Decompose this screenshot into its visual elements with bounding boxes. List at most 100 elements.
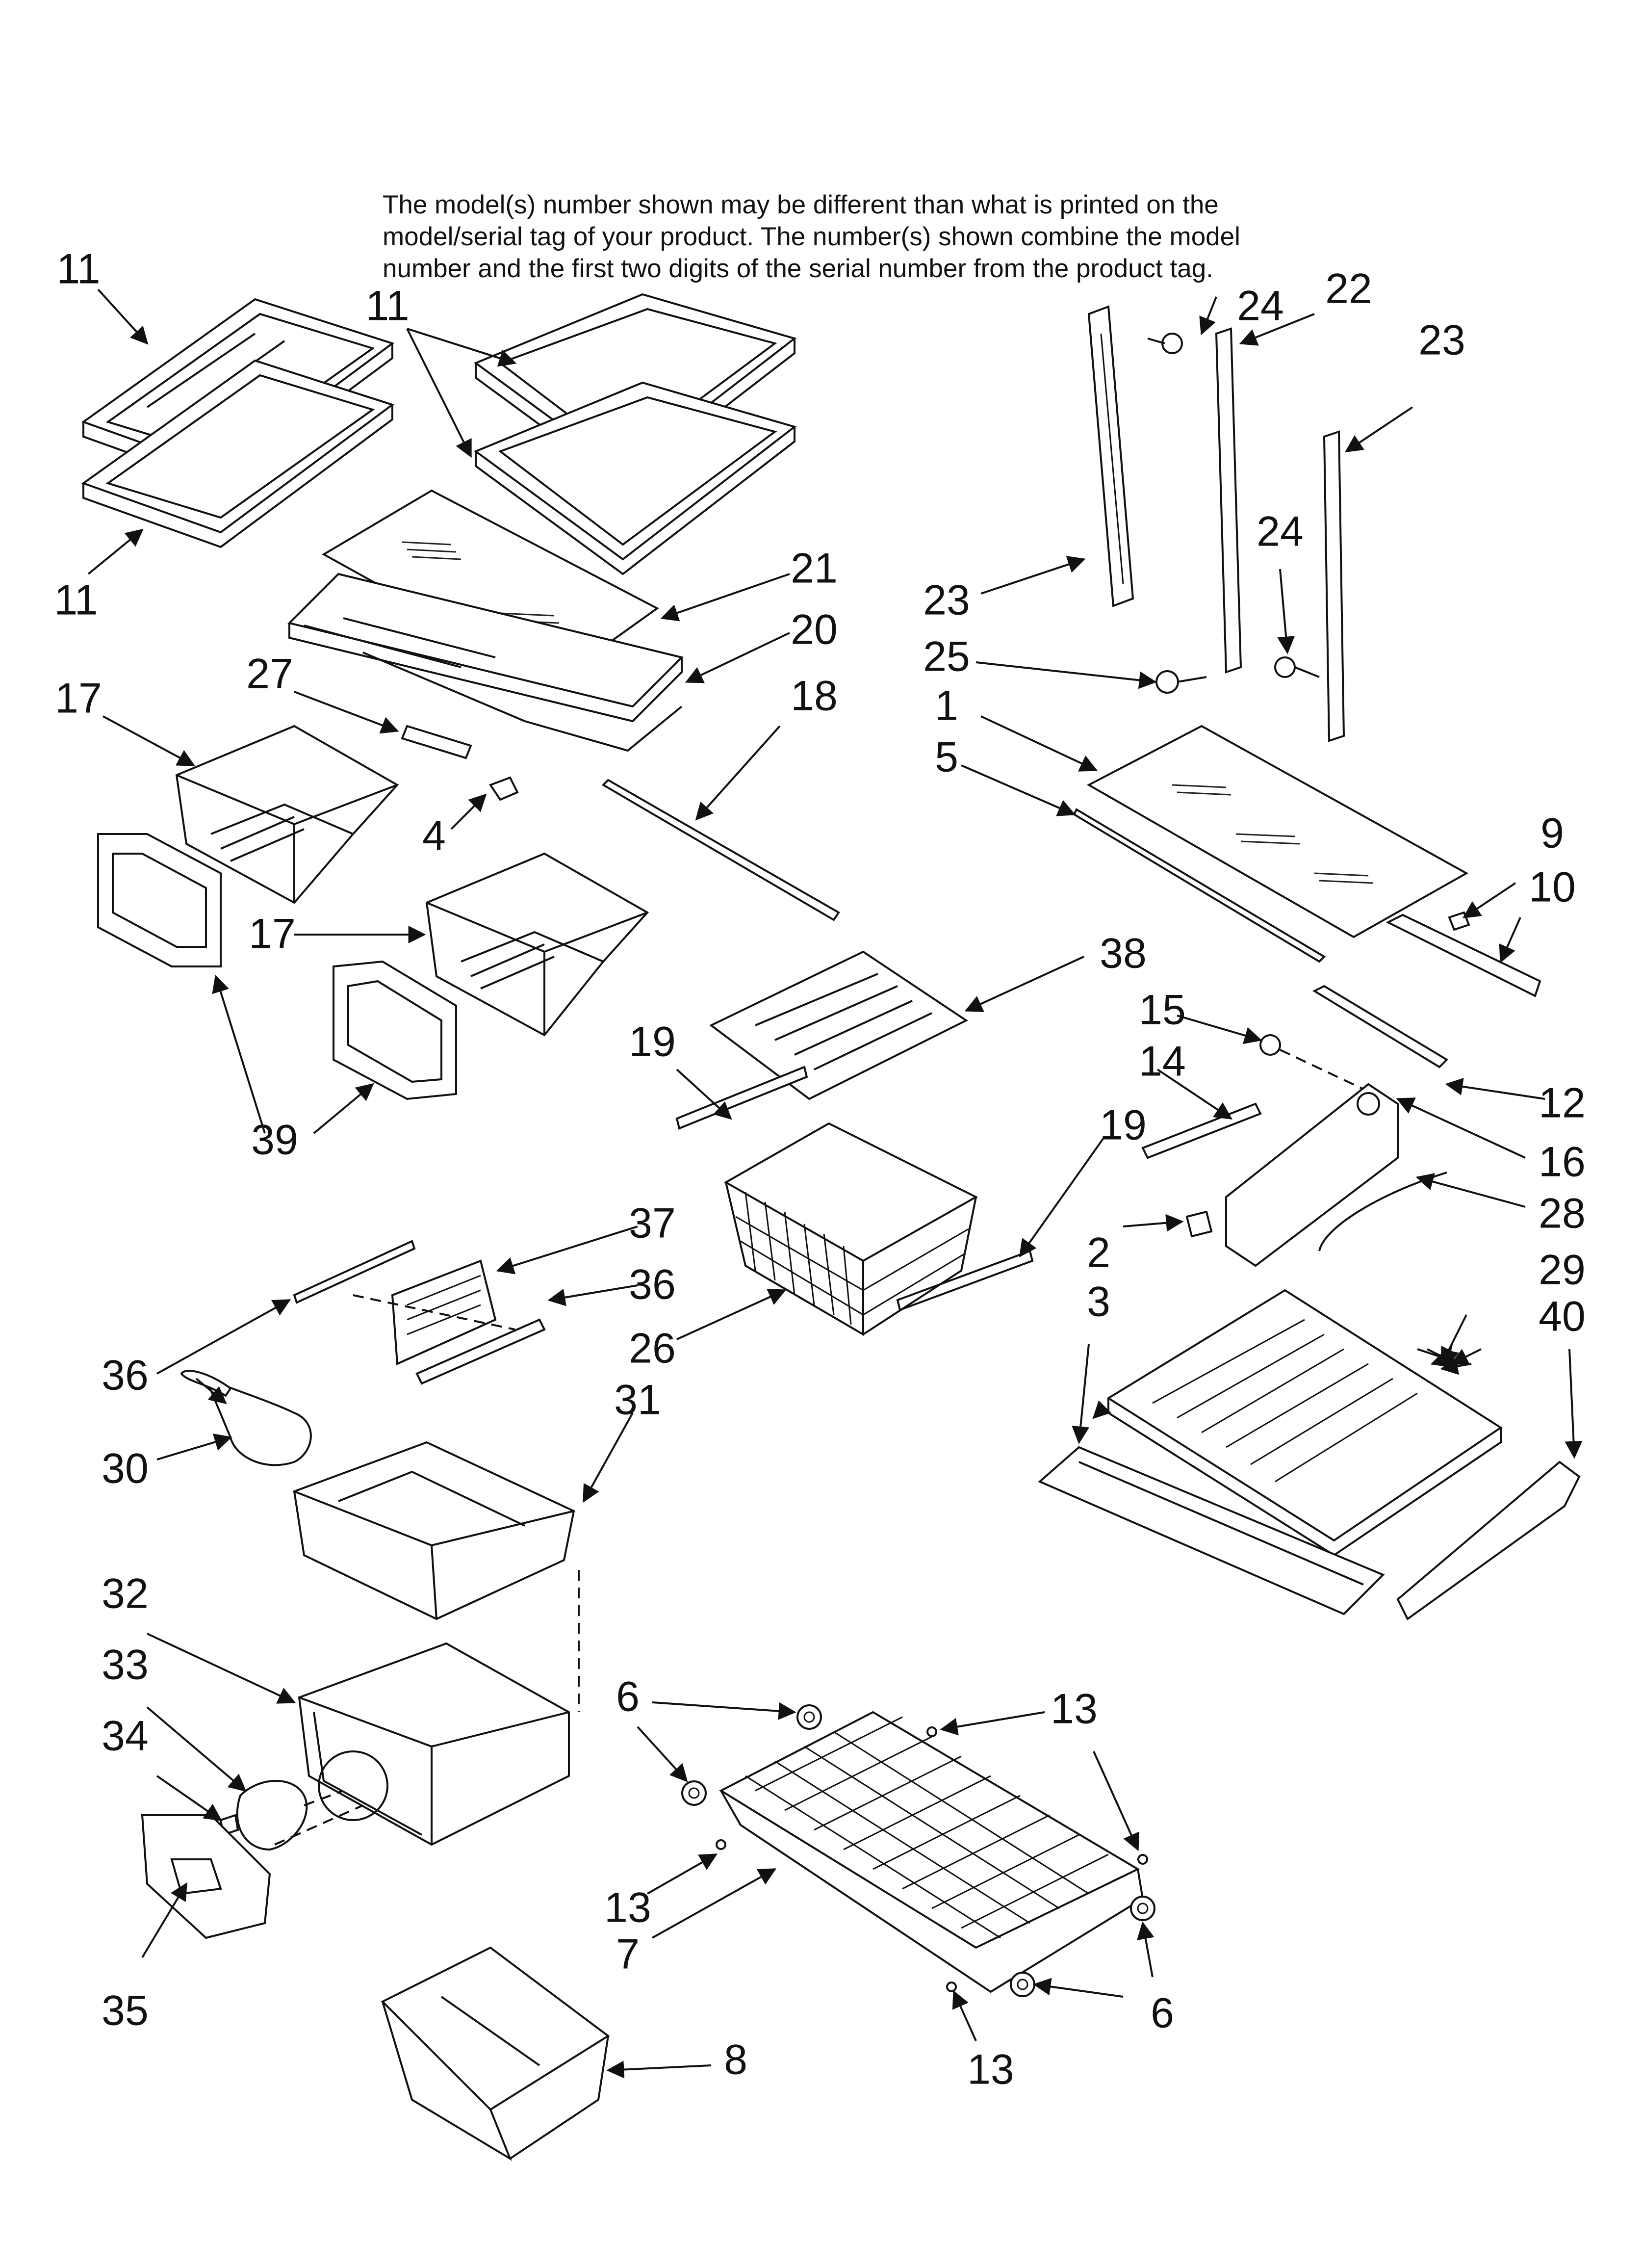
- callout-19-left: 19: [629, 1018, 676, 1066]
- callout-23-left: 23: [923, 577, 970, 624]
- roller-part-6-top: [796, 1704, 822, 1730]
- callout-9: 9: [1540, 810, 1564, 857]
- storage-bin-part-8: [381, 1946, 610, 2161]
- note-line-2: model/serial tag of your product. The nu…: [383, 222, 1240, 251]
- bracket-part-27: [401, 725, 472, 759]
- callout-27: 27: [246, 651, 293, 698]
- callout-38: 38: [1100, 930, 1147, 977]
- callout-35: 35: [102, 1987, 149, 2034]
- callout-16: 16: [1539, 1139, 1586, 1186]
- slide-part-36-left: [293, 1240, 515, 1330]
- drawer-front-part-39-right: [333, 960, 457, 1100]
- shelf-frame-part-20: [287, 573, 684, 752]
- callout-36-left: 36: [102, 1352, 149, 1399]
- bracket-part-14: [1141, 1102, 1262, 1159]
- screw-part-15: [1259, 1034, 1364, 1090]
- callout-11-top-left: 11: [56, 246, 100, 293]
- callout-3: 3: [1087, 1278, 1110, 1326]
- note-line-3: number and the first two digits of the s…: [383, 254, 1213, 283]
- ice-bucket-part-32: [298, 1642, 570, 1846]
- wire-basket-part-26: [723, 1122, 978, 1336]
- roller-part-6-right: [1130, 1896, 1155, 1921]
- shelf-frame-part-11-right: [473, 293, 797, 575]
- callout-8: 8: [724, 2036, 747, 2084]
- rail-part-23-right: [1323, 430, 1345, 742]
- slide-part-36-right: [415, 1318, 546, 1385]
- roller-part-6-bottom: [1010, 1972, 1035, 1997]
- callout-36-right: 36: [629, 1261, 676, 1308]
- bracket-part-12: [1312, 985, 1449, 1069]
- wire-basket-part-7: [718, 1711, 1144, 1993]
- callout-1: 1: [935, 682, 958, 730]
- callout-6-right: 6: [1151, 1990, 1174, 2037]
- callout-10: 10: [1529, 864, 1576, 911]
- ice-bin-part-31: [293, 1441, 575, 1620]
- rail-part-23-left: [1087, 305, 1134, 607]
- callout-37: 37: [629, 1200, 676, 1247]
- callout-34: 34: [102, 1713, 149, 1760]
- callout-30: 30: [102, 1445, 149, 1492]
- bracket-part-10: [1385, 913, 1541, 997]
- callout-17-bottom: 17: [249, 911, 296, 958]
- callout-24-top: 24: [1237, 283, 1284, 330]
- trim-part-5: [1073, 808, 1326, 963]
- rail-part-18: [601, 779, 840, 921]
- callout-19-right: 19: [1100, 1102, 1147, 1149]
- callout-28: 28: [1539, 1190, 1586, 1237]
- rail-part-22: [1215, 327, 1242, 674]
- ice-scoop-part-30: [180, 1370, 312, 1466]
- callout-33: 33: [102, 1642, 149, 1689]
- callout-20: 20: [791, 606, 838, 653]
- bracket-part-37: [391, 1259, 497, 1365]
- clip-part-2: [1185, 1210, 1213, 1238]
- callout-17-top: 17: [55, 675, 102, 722]
- callout-11-top-mid: 11: [365, 283, 409, 330]
- trim-part-3: [1038, 1446, 1385, 1616]
- callout-24-right: 24: [1257, 508, 1304, 555]
- callout-31: 31: [614, 1377, 661, 1424]
- shelf-frame-part-11: [81, 298, 395, 548]
- crisper-drawer-part-17-bottom: [425, 852, 649, 1037]
- callout-4: 4: [422, 812, 446, 860]
- callout-2: 2: [1087, 1229, 1110, 1277]
- crisper-drawer-part-17-top: [175, 725, 399, 904]
- drawer-front-part-39-left: [97, 833, 222, 967]
- callout-23-right: 23: [1418, 317, 1465, 364]
- slide-part-19-right: [896, 1250, 1034, 1311]
- drawer-cover-part-38: [709, 950, 968, 1100]
- screw-part-24-top: [1147, 333, 1183, 354]
- callout-labels: 11 11 11 21 20 27 18 17 4 17 39 19 38 26…: [54, 246, 1585, 2093]
- callout-13-top: 13: [1051, 1686, 1098, 1733]
- note-line-1: The model(s) number shown may be differe…: [383, 190, 1219, 219]
- callout-11-bottom-left: 11: [54, 577, 98, 624]
- auger-part-33: [236, 1780, 344, 1851]
- hinge-part-16: [1225, 1083, 1399, 1267]
- callout-12: 12: [1539, 1080, 1586, 1127]
- leader-lines: [87, 288, 1583, 2079]
- roller-part-6-left: [681, 1780, 707, 1806]
- clip-part-4: [488, 776, 519, 801]
- trim-part-40: [1396, 1460, 1581, 1620]
- dashed-guide-31-32: [274, 1570, 580, 1846]
- callout-13-left: 13: [604, 1884, 651, 1931]
- clip-part-13: [716, 1726, 1148, 1992]
- callout-40: 40: [1539, 1293, 1586, 1340]
- callout-25: 25: [923, 633, 970, 680]
- callout-13-bottom: 13: [967, 2046, 1014, 2093]
- glass-shelf-part-1: [1086, 725, 1469, 938]
- callout-21: 21: [791, 545, 838, 592]
- callout-6-top: 6: [616, 1673, 640, 1721]
- callout-32: 32: [102, 1570, 149, 1617]
- callout-5: 5: [935, 734, 958, 781]
- screw-part-25: [1155, 670, 1207, 694]
- callout-7: 7: [616, 1931, 640, 1978]
- callout-39: 39: [251, 1117, 298, 1164]
- callout-26: 26: [629, 1325, 676, 1372]
- model-number-note: The model(s) number shown may be differe…: [383, 189, 1511, 285]
- callout-15: 15: [1139, 987, 1186, 1034]
- callout-22: 22: [1325, 265, 1372, 313]
- callout-29: 29: [1539, 1247, 1586, 1294]
- callout-18: 18: [791, 673, 838, 720]
- slide-part-19-left: [675, 1066, 808, 1130]
